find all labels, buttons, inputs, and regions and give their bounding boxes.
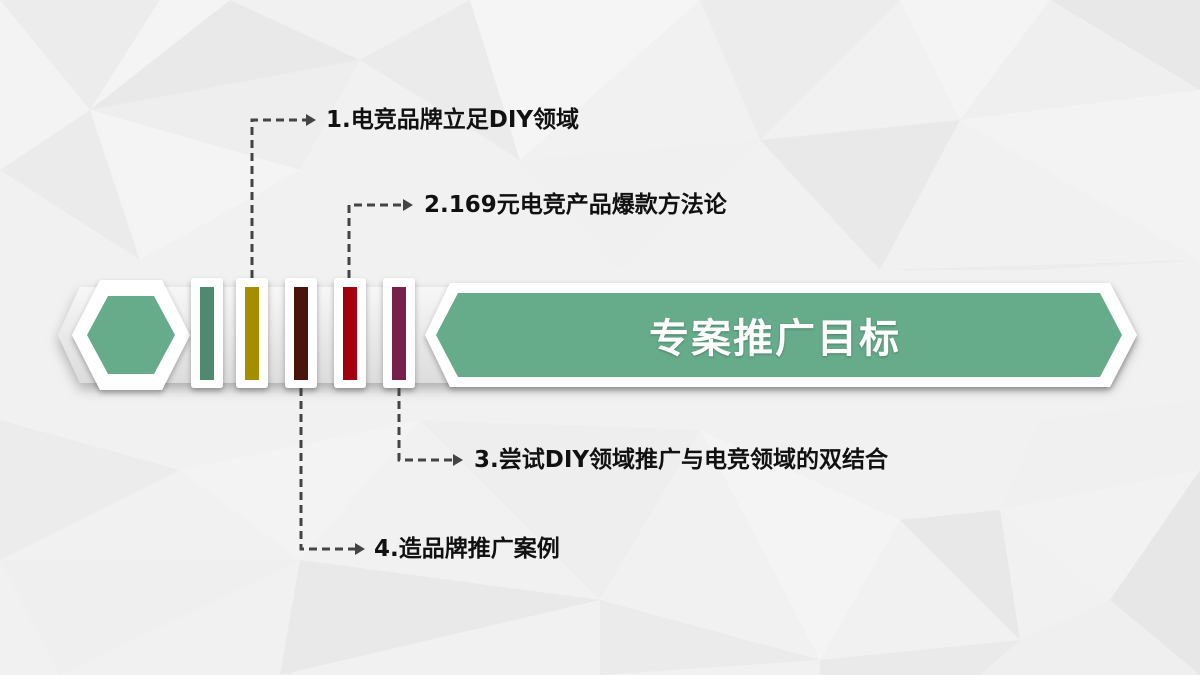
title-plate <box>436 293 1122 377</box>
bar-1 <box>200 287 214 380</box>
connector-4 <box>299 388 357 551</box>
item-label-3: 3.尝试DIY领域推广与电竞领域的双结合 <box>474 447 889 473</box>
connector-3 <box>397 388 455 462</box>
bar-5 <box>392 287 406 380</box>
item-label-2: 2.169元电竞产品爆款方法论 <box>424 192 727 218</box>
item-label-1: 1.电竞品牌立足DIY领域 <box>326 107 580 133</box>
arrow-right-icon <box>403 199 413 211</box>
bar-2 <box>245 287 259 380</box>
connector-2 <box>347 203 405 278</box>
item-label-4: 4.造品牌推广案例 <box>374 536 560 562</box>
arrow-right-icon <box>453 454 463 466</box>
bar-4 <box>343 287 357 380</box>
connector-1 <box>250 118 308 278</box>
hexagon-icon <box>87 296 175 374</box>
arrow-right-icon <box>355 543 365 555</box>
bar-3 <box>294 287 308 380</box>
slide-title: 专案推广目标 <box>649 316 901 362</box>
arrow-right-icon <box>306 114 316 126</box>
